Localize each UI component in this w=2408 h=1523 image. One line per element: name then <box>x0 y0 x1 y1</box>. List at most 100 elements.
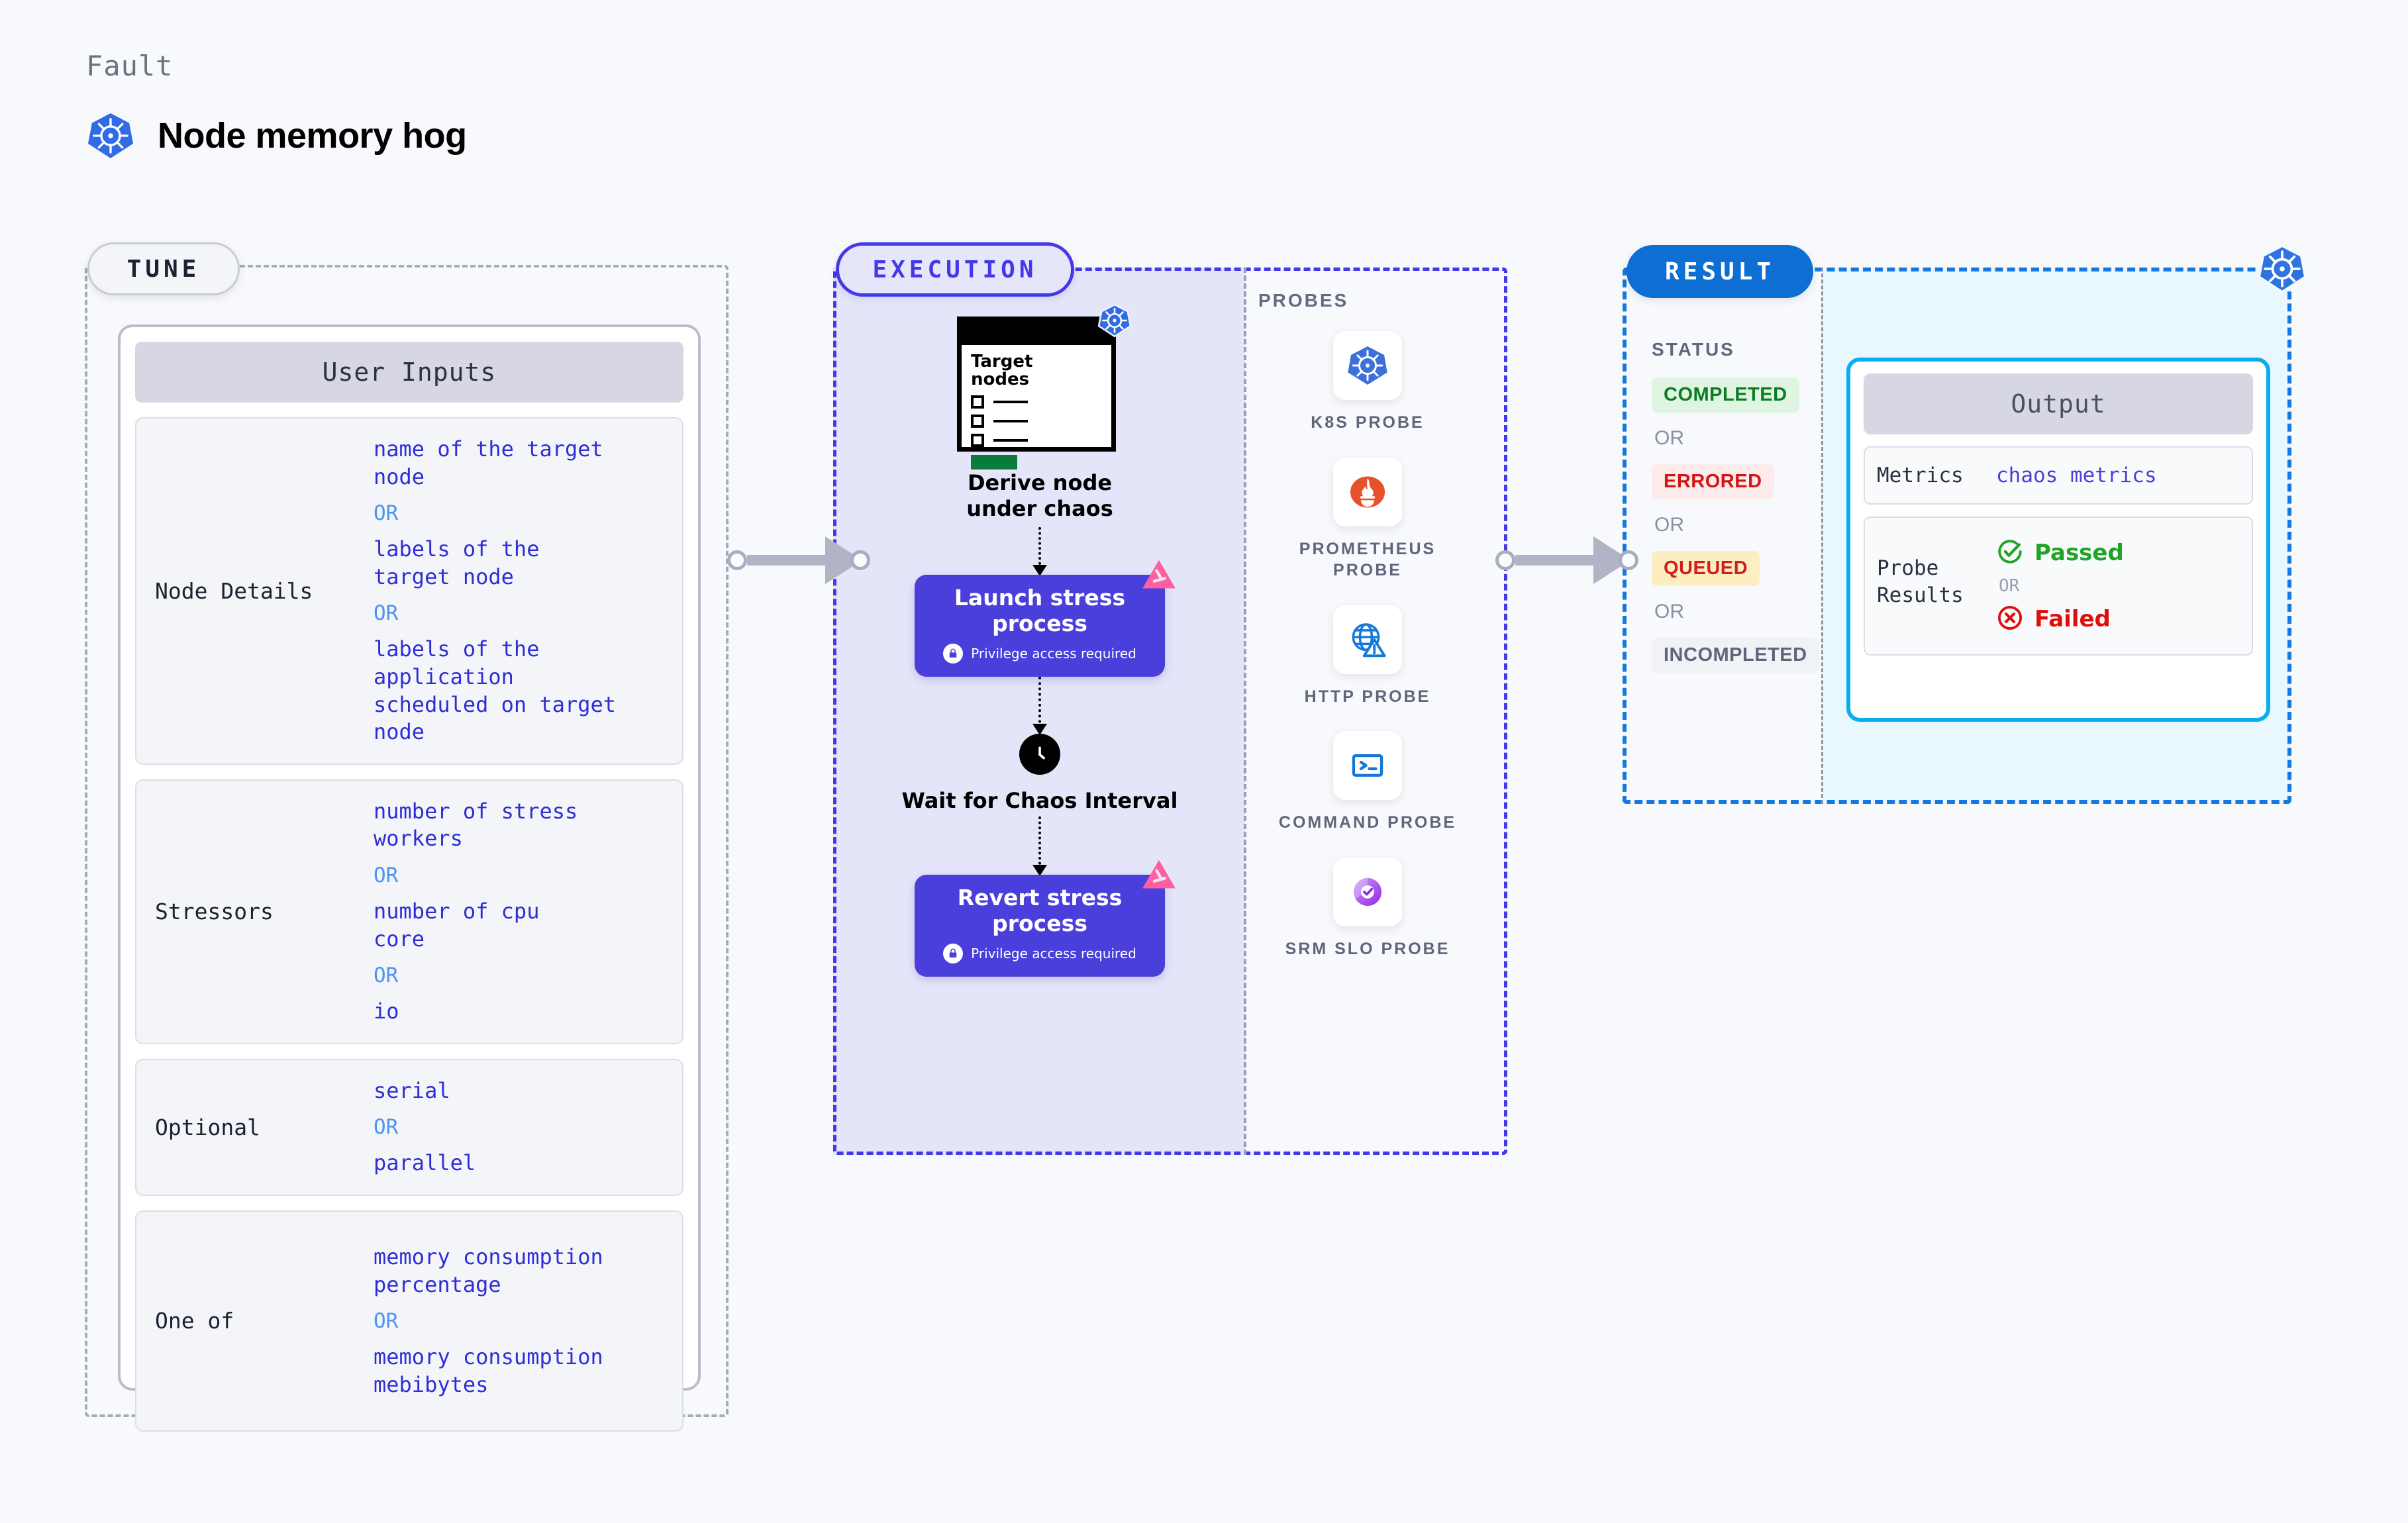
stage-pill-tune[interactable]: TUNE <box>87 242 240 295</box>
user-input-row-values: number of stress workers OR number of cp… <box>374 798 666 1026</box>
user-input-row: Stressors number of stress workers OR nu… <box>135 779 683 1044</box>
user-input-row-values: memory consumption percentage OR memory … <box>374 1244 666 1399</box>
output-metrics-value: chaos metrics <box>1996 464 2157 488</box>
probe-item-command[interactable]: COMMAND PROBE <box>1268 731 1467 834</box>
or-separator: OR <box>374 601 399 626</box>
execution-flow: Target nodes <box>848 303 1232 977</box>
probes-title: PROBES <box>1258 290 1349 311</box>
flow-arrow <box>1032 816 1047 876</box>
step-label-derive: Derive node under chaos <box>966 470 1113 522</box>
output-row-label: Metrics <box>1877 464 1964 487</box>
or-separator: OR <box>374 501 399 526</box>
flow-arrow <box>1032 527 1047 577</box>
line-placeholder <box>993 438 1028 442</box>
connector-start-dot <box>1495 550 1515 570</box>
page-title: Node memory hog <box>158 116 467 156</box>
status-title: STATUS <box>1652 339 1735 360</box>
or-separator: OR <box>1654 514 1684 536</box>
stage-pill-result[interactable]: RESULT <box>1627 245 1813 298</box>
connector-tune-to-execution <box>727 536 870 584</box>
user-input-value: io <box>374 999 399 1024</box>
status-badge-errored: ERRORED <box>1652 464 1774 499</box>
or-separator: OR <box>1654 427 1684 449</box>
line-placeholder <box>993 419 1028 422</box>
checkbox-icon <box>971 414 984 428</box>
privilege-note: Privilege access required <box>943 943 1136 963</box>
status-badge-completed: COMPLETED <box>1652 377 1799 413</box>
green-bar <box>971 454 1017 469</box>
probes-list: K8S PROBE PROMETHEUS PROBE <box>1258 331 1477 959</box>
probe-item-http[interactable]: HTTP PROBE <box>1268 605 1467 708</box>
stage-pill-execution[interactable]: EXECUTION <box>836 242 1074 297</box>
connector-start-dot <box>727 550 747 570</box>
fault-title-row: Node memory hog <box>86 111 467 160</box>
checklist-row <box>971 395 1102 409</box>
litmus-icon <box>1141 859 1177 891</box>
globe-warning-icon <box>1333 605 1402 674</box>
user-input-value: name of the target node <box>374 436 603 489</box>
probe-result-failed-label: Failed <box>2034 606 2111 633</box>
output-row-probe-results: Probe Results Passed OR <box>1864 516 2253 656</box>
user-input-row-label: One of <box>155 1308 234 1334</box>
step-label-wait: Wait for Chaos Interval <box>901 787 1178 813</box>
user-inputs-card: User Inputs Node Details name of the tar… <box>118 324 701 1432</box>
connector-bar <box>747 555 825 565</box>
or-separator: OR <box>1999 576 2020 597</box>
terminal-icon <box>1333 731 1402 800</box>
probe-result-failed: Failed <box>1996 604 2124 634</box>
probe-item-prometheus[interactable]: PROMETHEUS PROBE <box>1268 457 1467 581</box>
or-separator: OR <box>374 963 399 988</box>
result-region <box>1623 268 2291 804</box>
user-input-value: labels of the application scheduled on t… <box>374 636 617 745</box>
user-input-value: labels of the target node <box>374 536 540 589</box>
or-separator: OR <box>374 1115 399 1140</box>
lock-icon <box>943 643 964 663</box>
privilege-note: Privilege access required <box>943 643 1136 663</box>
checklist-row <box>971 433 1102 447</box>
kubernetes-icon <box>2257 244 2307 294</box>
user-input-value: number of cpu core <box>374 898 540 952</box>
user-input-row-values: serial OR parallel <box>374 1077 666 1177</box>
checklist-row <box>971 414 1102 428</box>
connector-bar <box>1515 555 1593 565</box>
srm-slo-icon <box>1333 857 1402 926</box>
target-nodes-card: Target nodes <box>957 303 1132 469</box>
user-input-row: Node Details name of the target node OR … <box>135 417 683 765</box>
probe-label: K8S PROBE <box>1311 413 1425 432</box>
user-input-value: memory consumption mebibytes <box>374 1344 603 1397</box>
or-separator: OR <box>374 863 399 887</box>
probe-item-srm-slo[interactable]: SRM SLO PROBE <box>1268 857 1467 960</box>
output-title: Output <box>1864 373 2253 434</box>
probe-result-passed: Passed <box>1996 538 2124 568</box>
or-separator: OR <box>1654 601 1684 622</box>
kubernetes-icon <box>1333 331 1402 400</box>
user-input-value: number of stress workers <box>374 798 578 852</box>
user-inputs-title: User Inputs <box>135 342 683 403</box>
output-row-metrics: Metrics chaos metrics <box>1864 446 2253 505</box>
fault-label: Fault <box>86 50 174 82</box>
user-input-value: memory consumption percentage <box>374 1244 603 1297</box>
user-input-row-label: Optional <box>155 1114 260 1140</box>
connector-end-dot <box>850 550 870 570</box>
probe-item-k8s[interactable]: K8S PROBE <box>1268 331 1467 434</box>
step-revert-stress-process[interactable]: Revert stress process Privilege access r… <box>915 860 1176 977</box>
prometheus-icon <box>1333 457 1402 526</box>
checkbox-icon <box>971 433 984 447</box>
user-input-value: serial <box>374 1077 450 1103</box>
step-launch-stress-process[interactable]: Launch stress process Privilege access r… <box>915 560 1176 677</box>
target-nodes-title: Target nodes <box>971 352 1033 390</box>
execution-region <box>833 268 1507 1155</box>
user-input-value: parallel <box>374 1150 476 1176</box>
status-badge-incompleted: INCOMPLETED <box>1652 638 1819 673</box>
probes-divider <box>1244 268 1246 1155</box>
output-card: Output Metrics chaos metrics Probe Resul… <box>1846 358 2270 722</box>
step-title: Revert stress process <box>957 884 1123 936</box>
probe-label: SRM SLO PROBE <box>1285 939 1450 958</box>
window-titlebar <box>962 321 1111 345</box>
output-row-label: Probe Results <box>1877 556 1964 607</box>
step-title: Launch stress process <box>954 585 1126 636</box>
or-separator: OR <box>374 1309 399 1334</box>
probe-result-values: Passed OR Failed <box>1996 538 2124 634</box>
user-input-row: One of memory consumption percentage OR … <box>135 1210 683 1432</box>
check-circle-icon <box>1996 538 2024 568</box>
